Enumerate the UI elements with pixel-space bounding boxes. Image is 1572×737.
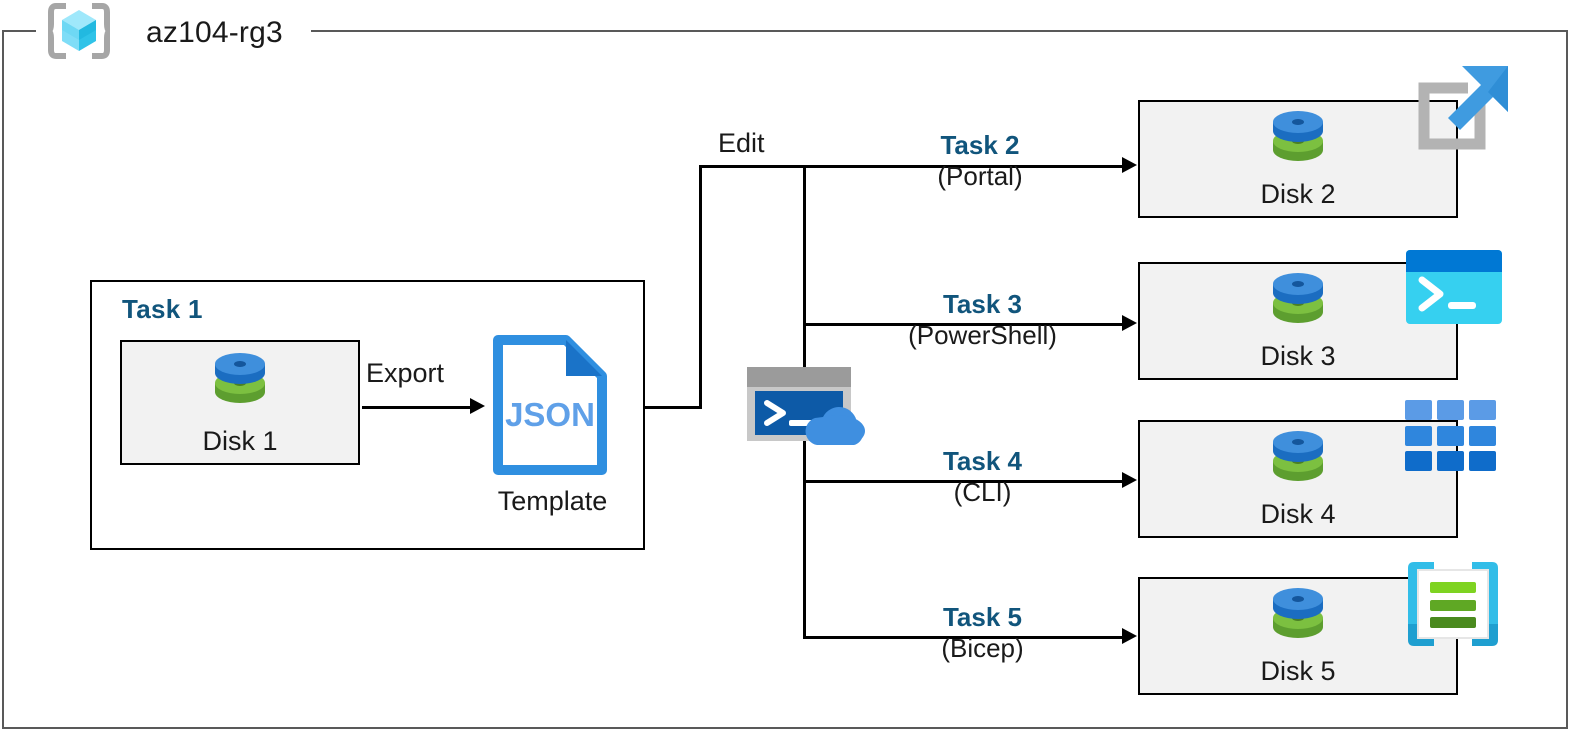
disk3-box[interactable]: Disk 3 — [1138, 262, 1458, 380]
json-file-icon[interactable]: JSON — [492, 334, 608, 476]
disk1-caption: Disk 1 — [202, 426, 278, 456]
export-arrow-line — [362, 406, 474, 409]
task2-label: Task 2 — [940, 130, 1020, 160]
disk2-box[interactable]: Disk 2 — [1138, 100, 1458, 218]
managed-disk-icon — [1269, 110, 1327, 172]
export-arrowhead — [470, 398, 485, 414]
json-file-type: JSON — [505, 396, 595, 433]
resource-group-frame — [2, 30, 1568, 729]
task5-line — [803, 636, 1131, 639]
powershell-icon[interactable] — [1406, 250, 1502, 324]
template-out-line — [643, 406, 701, 409]
azure-portal-icon[interactable] — [1406, 58, 1514, 162]
managed-disk-icon — [211, 352, 269, 414]
task3-arrowhead — [1122, 315, 1137, 331]
export-label: Export — [366, 358, 445, 388]
disk3-caption: Disk 3 — [1260, 341, 1336, 371]
task4-edge-label: Task 4 (CLI) — [845, 446, 1120, 508]
task5-label: Task 5 — [942, 602, 1022, 632]
task4-line — [803, 480, 1131, 483]
task4-label: Task 4 — [942, 446, 1022, 476]
edit-label: Edit — [718, 128, 765, 158]
disk5-caption: Disk 5 — [1260, 656, 1336, 686]
bicep-icon[interactable] — [1404, 558, 1502, 650]
task1-label: Task 1 — [122, 294, 203, 324]
template-riser-line — [699, 165, 702, 409]
disk2-caption: Disk 2 — [1260, 179, 1336, 209]
task3-edge-label: Task 3 (PowerShell) — [840, 289, 1125, 351]
resource-group-cube-icon — [44, 2, 114, 60]
task5-edge-label: Task 5 (Bicep) — [845, 602, 1120, 664]
task3-label: Task 3 — [942, 289, 1022, 319]
edit-line — [699, 165, 1129, 168]
managed-disk-icon — [1269, 430, 1327, 492]
task5-method: (Bicep) — [941, 633, 1024, 663]
disk4-box[interactable]: Disk 4 — [1138, 420, 1458, 538]
managed-disk-icon — [1269, 587, 1327, 649]
task3-method: (PowerShell) — [908, 320, 1057, 350]
template-caption: Template — [497, 486, 608, 516]
task2-edge-label: Task 2 (Portal) — [840, 130, 1120, 192]
managed-disk-icon — [1269, 272, 1327, 334]
task5-arrowhead — [1122, 628, 1137, 644]
disk1-box[interactable]: Disk 1 — [120, 340, 360, 465]
cloud-shell-icon[interactable] — [745, 365, 865, 447]
disk4-caption: Disk 4 — [1260, 499, 1336, 529]
page-title: az104-rg3 — [146, 16, 283, 49]
task2-method: (Portal) — [937, 161, 1023, 191]
task2-arrowhead — [1122, 157, 1137, 173]
task3-line — [803, 323, 1131, 326]
azure-cli-icon[interactable] — [1405, 400, 1497, 472]
task4-method: (CLI) — [953, 477, 1012, 507]
disk5-box[interactable]: Disk 5 — [1138, 577, 1458, 695]
task4-arrowhead — [1122, 472, 1137, 488]
